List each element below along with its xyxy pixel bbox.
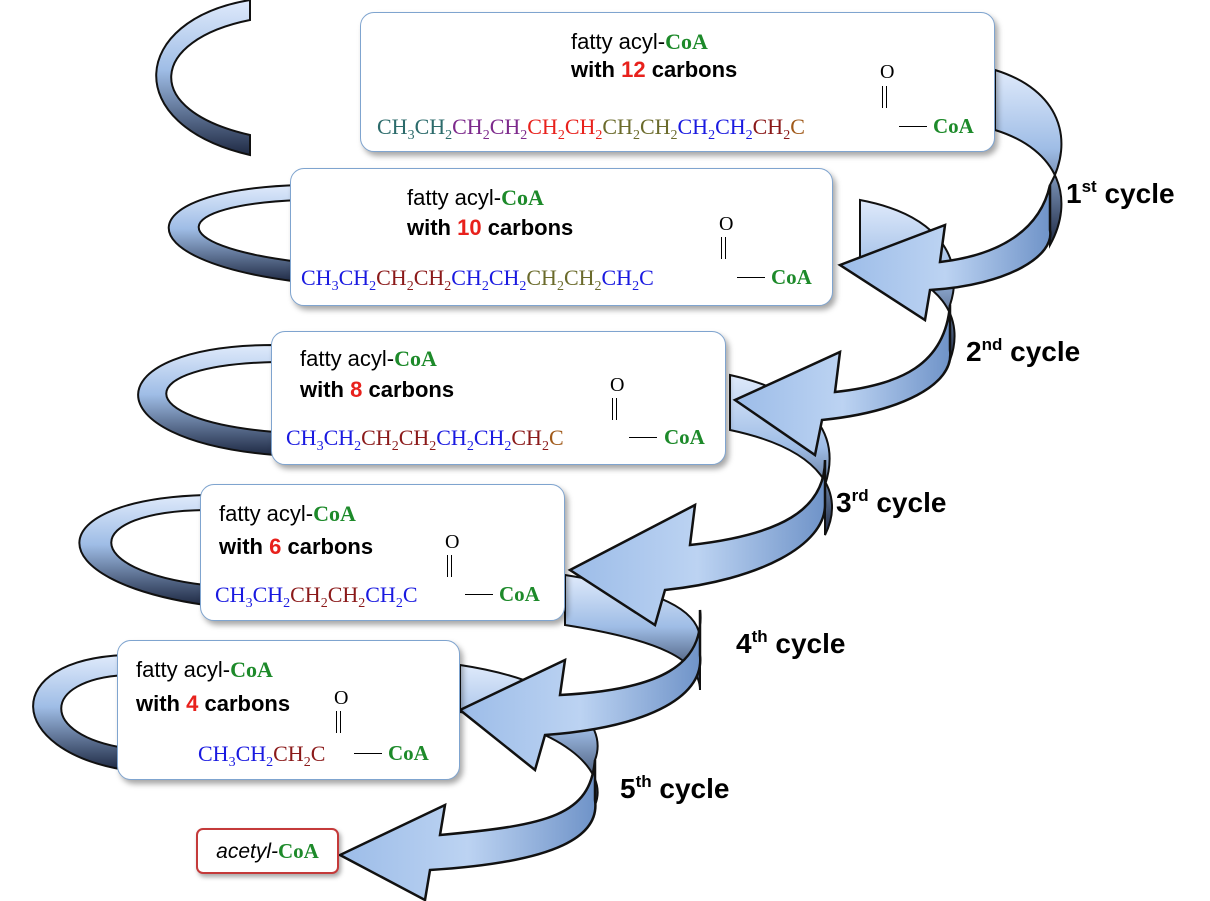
acyl-coa-box-8: fatty acyl-CoA with 8 carbons O CH3CH2CH… (271, 331, 726, 465)
formula-group: CH3 (198, 741, 236, 770)
ribbon-band-3 (137, 343, 276, 457)
formula-group: C (310, 741, 326, 766)
thioester-bond (737, 277, 765, 278)
thioester-bond (899, 126, 927, 127)
formula-group: CH2 (436, 425, 474, 454)
cycle-arrow-5 (337, 759, 597, 901)
acyl-formula: CH3CH2CH2C (198, 741, 326, 770)
carbonyl-double-bond (447, 555, 452, 577)
formula-group: CH2 (602, 114, 640, 143)
box-carbon-count: with 12 carbons (571, 57, 738, 82)
ribbon-band-4 (78, 493, 206, 607)
acyl-coa-box-12: fatty acyl-CoA with 12 carbons O CH3CH2C… (360, 12, 995, 152)
formula-group: CH2 (365, 582, 403, 611)
coa-tail: CoA (933, 114, 974, 138)
box-title: fatty acyl-CoA (571, 29, 708, 54)
cycle-arrow-1 (837, 184, 1052, 323)
thioester-bond (354, 753, 382, 754)
formula-group: CH2 (413, 265, 452, 294)
formula-group: CH2 (489, 114, 528, 143)
coa-tail: CoA (771, 265, 812, 289)
formula-group: CH2 (488, 265, 527, 294)
cycle-label-3: 3rd cycle (836, 486, 947, 518)
ribbon-band-2 (167, 183, 301, 284)
acyl-formula: CH3CH2CH2CH2CH2C (215, 582, 418, 611)
formula-group: CH2 (563, 265, 602, 294)
formula-group: CH2 (526, 265, 564, 294)
box-title: fatty acyl-CoA (136, 657, 273, 682)
acyl-formula: CH3CH2CH2CH2CH2CH2CH2CH2CH2CH2CH2C (377, 114, 805, 143)
cycle-arrow-2 (732, 304, 952, 458)
formula-group: CH2 (451, 265, 489, 294)
formula-group: CH2 (290, 582, 328, 611)
ribbon-band-1 (155, 0, 251, 157)
box-title: fatty acyl-CoA (407, 185, 544, 210)
carbonyl-double-bond (721, 237, 726, 259)
cycle-label-4: 4th cycle (736, 627, 846, 659)
formula-group: CH2 (398, 425, 437, 454)
cycle-arrow-3 (567, 459, 827, 627)
carbonyl-double-bond (336, 711, 341, 733)
cycle-label-2: 2nd cycle (966, 335, 1081, 367)
coa-tail: CoA (388, 741, 429, 765)
ribbon-arc-1 (994, 68, 1063, 249)
acetyl-coa-product: acetyl-CoA (196, 828, 339, 874)
box-title: fatty acyl-CoA (300, 346, 437, 371)
formula-group: C (790, 114, 805, 139)
carbonyl-oxygen: O (610, 374, 625, 396)
formula-group: CH2 (564, 114, 603, 143)
formula-group: CH2 (715, 114, 753, 143)
acyl-formula: CH3CH2CH2CH2CH2CH2CH2C (286, 425, 564, 454)
formula-group: C (639, 265, 654, 290)
carbonyl-double-bond (882, 86, 887, 108)
formula-group: CH2 (527, 114, 565, 143)
box-carbon-count: with 6 carbons (219, 534, 374, 559)
carbonyl-oxygen: O (719, 213, 734, 235)
formula-group: CH3 (377, 114, 415, 143)
box-carbon-count: with 10 carbons (407, 215, 574, 240)
acyl-coa-box-4: fatty acyl-CoA with 4 carbons O CH3CH2CH… (117, 640, 460, 780)
cycle-label-1: 1st cycle (1066, 177, 1175, 209)
formula-group: CH2 (677, 114, 716, 143)
thioester-bond (629, 437, 657, 438)
formula-group: CH2 (338, 265, 377, 294)
formula-group: CH2 (323, 425, 362, 454)
cycle-label-5: 5th cycle (620, 772, 730, 804)
formula-group: CH3 (301, 265, 339, 294)
carbonyl-oxygen: O (880, 61, 895, 83)
formula-group: CH2 (473, 425, 512, 454)
box-carbon-count: with 4 carbons (136, 691, 291, 716)
box-title: fatty acyl-CoA (219, 501, 356, 526)
carbonyl-double-bond (612, 398, 617, 420)
formula-group: CH2 (252, 582, 291, 611)
formula-group: CH2 (361, 425, 399, 454)
acyl-coa-box-10: fatty acyl-CoA with 10 carbons O CH3CH2C… (290, 168, 833, 306)
box-carbon-count: with 8 carbons (300, 377, 455, 402)
acyl-coa-box-6: fatty acyl-CoA with 6 carbons O CH3CH2CH… (200, 484, 565, 621)
carbonyl-oxygen: O (334, 687, 349, 709)
formula-group: CH2 (273, 741, 311, 770)
ribbon-band-5 (32, 653, 126, 772)
formula-group: CH2 (601, 265, 640, 294)
formula-group: C (402, 582, 418, 607)
formula-group: CH3 (215, 582, 253, 611)
coa-tail: CoA (664, 425, 705, 449)
formula-group: CH2 (235, 741, 274, 770)
formula-group: CH2 (327, 582, 366, 611)
formula-group: C (548, 425, 564, 450)
acyl-formula: CH3CH2CH2CH2CH2CH2CH2CH2CH2C (301, 265, 654, 294)
formula-group: CH2 (752, 114, 791, 143)
cycle-arrow-4 (457, 609, 702, 773)
formula-group: CH2 (452, 114, 490, 143)
formula-group: CH2 (511, 425, 549, 454)
coa-tail: CoA (499, 582, 540, 606)
carbonyl-oxygen: O (445, 531, 460, 553)
formula-group: CH3 (286, 425, 324, 454)
formula-group: CH2 (376, 265, 414, 294)
formula-group: CH2 (414, 114, 453, 143)
formula-group: CH2 (639, 114, 678, 143)
thioester-bond (465, 594, 493, 595)
